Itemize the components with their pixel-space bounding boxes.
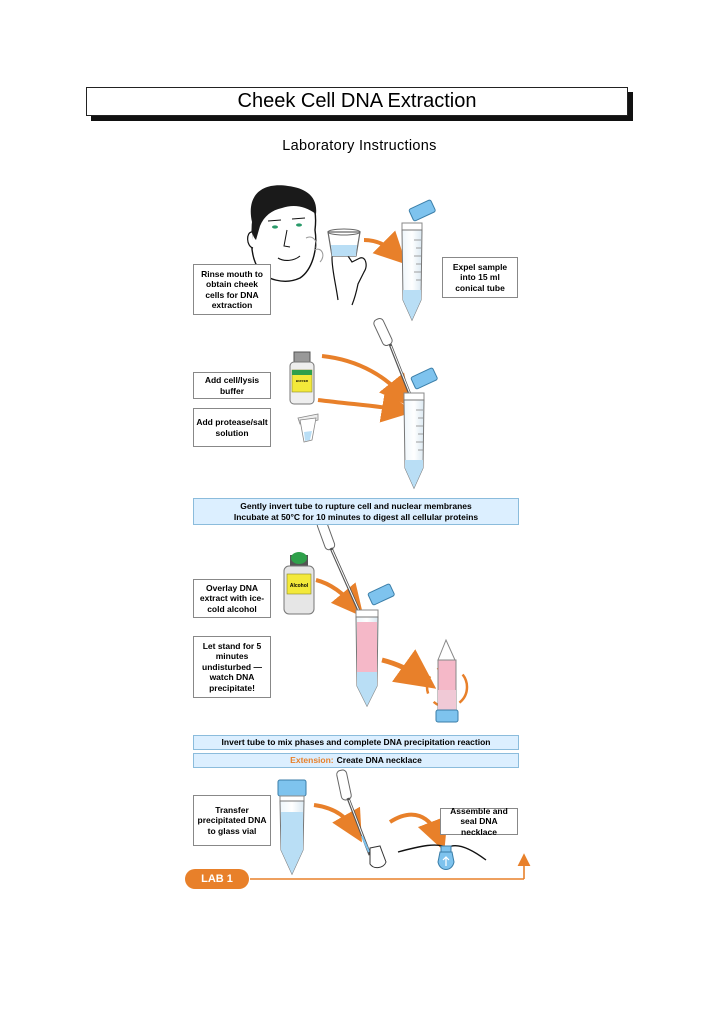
page-title-box: Cheek Cell DNA Extraction: [86, 87, 628, 116]
conical-tube-icon: [355, 583, 395, 708]
banner-invert-line1: Gently invert tube to rupture cell and n…: [240, 501, 472, 511]
banner-mix-text: Invert tube to mix phases and complete D…: [221, 737, 491, 748]
step-let-stand: Let stand for 5 minutes undisturbed — wa…: [193, 636, 271, 698]
pipette-icon: [316, 519, 365, 621]
hand-cup-icon: [327, 228, 367, 306]
extension-label: Extension:: [290, 755, 334, 766]
glass-vial-icon: [369, 845, 387, 869]
banner-invert-line2: Incubate at 50°C for 10 minutes to diges…: [233, 511, 479, 522]
dna-necklace-icon: [397, 844, 487, 870]
banner-invert-incubate: Gently invert tube to rupture cell and n…: [193, 498, 519, 525]
arrow-protease-to-tube: [317, 390, 414, 423]
arrow-alcohol-to-tube: [315, 578, 364, 618]
pipette-icon: [336, 769, 372, 856]
step-assemble: Assemble and seal DNA necklace: [440, 806, 518, 837]
alcohol-bottle-icon: [283, 552, 315, 615]
banner-extension: Extension: Create DNA necklace: [193, 753, 519, 768]
arrow-buffer-to-tube: [321, 354, 412, 408]
step-transfer: Transfer precipitated DNA to glass vial: [193, 795, 271, 846]
microtube-icon: [297, 413, 319, 443]
page-title: Cheek Cell DNA Extraction: [237, 90, 477, 112]
conical-tube-icon: [401, 199, 436, 322]
step-rinse: Rinse mouth to obtain cheek cells for DN…: [193, 264, 271, 315]
inverted-tube-icon: [425, 638, 469, 723]
alcohol-bottle-label: Alcohol: [290, 583, 309, 589]
arrow-vial-to-necklace: [388, 812, 448, 852]
conical-tube-icon: [277, 779, 307, 876]
lab-badge: LAB 1: [185, 869, 249, 889]
arrow-cup-to-tube: [363, 230, 407, 265]
conical-tube-icon: [403, 367, 438, 490]
page-subtitle: Laboratory Instructions: [282, 138, 437, 154]
step-expel: Expel sample into 15 ml conical tube: [442, 257, 518, 298]
arrow-tube-to-vial: [313, 803, 362, 843]
arrow-invert: [381, 649, 437, 689]
step-add-buffer: Add cell/lysis buffer: [193, 372, 271, 399]
extension-text: Create DNA necklace: [336, 755, 422, 766]
step-add-protease: Add protease/salt solution: [193, 408, 271, 447]
banner-mix: Invert tube to mix phases and complete D…: [193, 735, 519, 750]
step-overlay: Overlay DNA extract with ice-cold alcoho…: [193, 579, 271, 618]
buffer-bottle-label: BUFFER: [296, 379, 309, 383]
buffer-bottle-icon: [289, 351, 315, 405]
